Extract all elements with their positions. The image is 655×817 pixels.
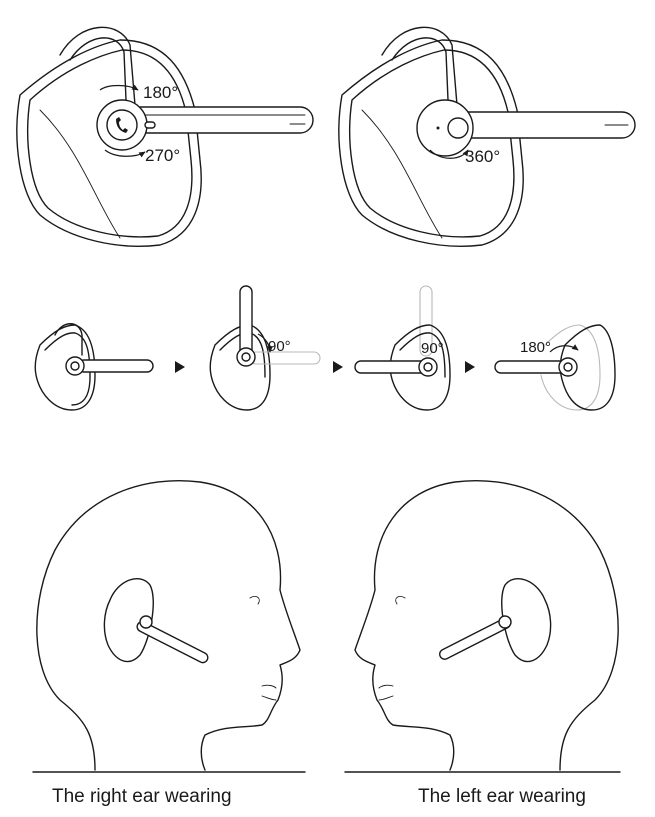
headset-step-2: [209, 285, 321, 411]
triangle-right-icon: [175, 361, 185, 373]
step2-90-label: 90°: [268, 338, 291, 355]
left-ear-caption: The left ear wearing: [418, 786, 586, 807]
head-left-ear: [354, 479, 619, 771]
triangle-right-icon: [333, 361, 343, 373]
step3-90-label: 90°: [421, 340, 444, 357]
triangle-right-icon: [465, 361, 475, 373]
phone-icon: [116, 117, 128, 133]
step4-180-label: 180°: [520, 339, 552, 356]
headset-top-left: [16, 26, 314, 247]
head-right-ear: [36, 479, 301, 771]
rotation-180-label: 180°: [143, 83, 179, 102]
rotation-270-label: 270°: [145, 146, 181, 165]
headset-step-4: [494, 324, 616, 411]
headset-top-right: [338, 26, 636, 247]
rotation-360-label: 360°: [465, 147, 501, 166]
right-ear-caption: The right ear wearing: [52, 786, 232, 807]
headset-step-1: [34, 323, 154, 411]
headset-step-3: [354, 285, 451, 411]
